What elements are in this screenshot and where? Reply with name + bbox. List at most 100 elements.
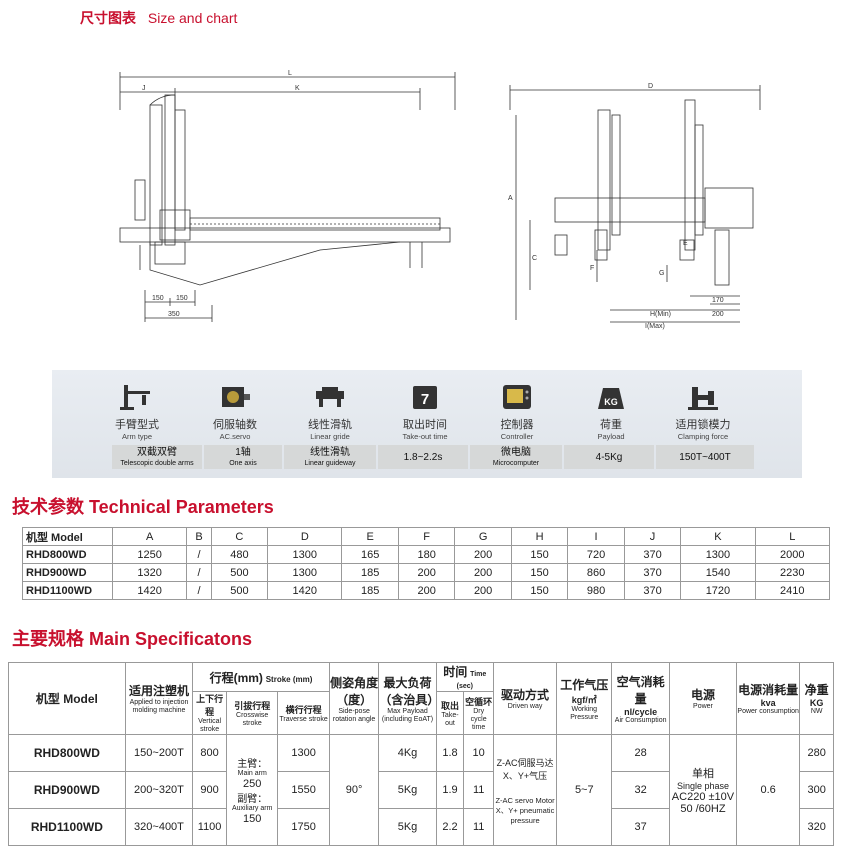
spec-takeout-val: 1.8~2.2s	[403, 452, 443, 463]
tech-cell: 1540	[680, 563, 756, 582]
main-row-vert: 900	[192, 771, 227, 809]
tech-model-header: 机型 Model	[22, 527, 113, 546]
tech-title: 技术参数 Technical Parameters	[12, 493, 274, 519]
drawing-svg: L K J 150 150 350 D A C F G E H(Min) I(M…	[119, 70, 761, 330]
tech-cell: 500	[210, 581, 269, 600]
spec-servo-val-en: One axis	[229, 460, 257, 467]
spec-clamp-val: 150T~400T	[679, 452, 731, 463]
tech-cell: 860	[567, 563, 625, 582]
dim-L: L	[288, 70, 292, 77]
spec-clamp-en: Clamping force	[677, 432, 729, 441]
main-row-dry: 11	[463, 771, 494, 809]
main-row-dry: 11	[463, 808, 494, 846]
spec-arm-type: 手臂型式 Arm type	[92, 383, 182, 441]
tech-title-cn: 技术参数	[12, 497, 84, 517]
dim-A: A	[508, 195, 513, 202]
spec-controller-val-en: Microcomputer	[492, 460, 540, 467]
tech-cell: 185	[341, 563, 399, 582]
tech-cell: 2230	[754, 563, 831, 582]
tech-col-C: C	[210, 527, 269, 546]
main-row-dry: 10	[463, 734, 494, 772]
main-row-air: 32	[611, 771, 670, 809]
servo-motor-icon	[222, 387, 250, 407]
tech-cell: 370	[623, 545, 682, 564]
tech-col-G: G	[454, 527, 512, 546]
main-drive-cell: Z-AC伺服马达 X、Y+气压 Z-AC servo Motor X、Y+ pn…	[492, 734, 558, 846]
clamp-icon	[688, 387, 718, 410]
tech-cell: 200	[397, 581, 456, 600]
spec-payload-value: 4-5Kg	[564, 445, 654, 469]
spec-controller-cn: 控制器	[500, 419, 534, 431]
table-row: RHD800WD 150~200T 800 主臂： Main arm 250 副…	[8, 734, 834, 846]
main-title-en: Main Specificatons	[89, 629, 253, 649]
tech-col-A: A	[111, 527, 188, 546]
spec-takeout-cn: 取出时间	[403, 419, 447, 431]
main-row-takeout: 1.9	[435, 771, 465, 809]
main-row-nw: 280	[799, 734, 834, 772]
spec-takeout-value: 1.8~2.2s	[378, 445, 468, 469]
dim-350: 350	[168, 311, 180, 318]
tech-row-model: RHD800WD	[22, 545, 113, 564]
technical-drawing: L K J 150 150 350 D A C F G E H(Min) I(M…	[100, 70, 780, 350]
tech-col-L: L	[754, 527, 831, 546]
weight-icon-text: KG	[604, 397, 618, 407]
main-row-model: RHD800WD	[8, 734, 126, 772]
tech-cell: 370	[623, 563, 682, 582]
tech-cell: 1300	[267, 563, 343, 582]
table-row: RHD1100WD 320~400T 1100 1750 5Kg 2.2 11 …	[8, 808, 834, 846]
tech-row-model: RHD900WD	[22, 563, 113, 582]
spec-controller-val: 微电脑	[501, 447, 531, 458]
dim-J: J	[142, 85, 146, 92]
tech-cell: 150	[510, 581, 569, 600]
tech-cell: 1720	[680, 581, 756, 600]
tech-cell: 2410	[754, 581, 831, 600]
main-load-header: 最大负荷（含治具）Max Payload (including EoAT)	[378, 662, 439, 735]
spec-clamp-cn: 适用锁模力	[675, 419, 731, 431]
main-row-trav: 1550	[277, 771, 330, 809]
tech-header-row: 机型 Model A B C D E F G H I J K L	[22, 527, 831, 546]
main-power-cell: 单相 Single phase AC220 ±10V 50 /60HZ	[668, 734, 737, 846]
main-row-model: RHD1100WD	[8, 808, 126, 846]
spec-servo: 伺服轴数 AC.servo	[190, 383, 280, 441]
tech-cell: 150	[510, 563, 569, 582]
dim-G: G	[659, 270, 664, 277]
tech-cell: /	[186, 581, 212, 600]
table-row: RHD800WD 1250 / 480 1300 165 180 200 150…	[22, 545, 831, 564]
table-row: RHD1100WD 1420 / 500 1420 185 200 200 15…	[22, 581, 831, 600]
tech-cell: 370	[623, 581, 682, 600]
spec-arm-val: 双截双臂	[137, 447, 177, 458]
tech-cell: 150	[510, 545, 569, 564]
spec-payload-cn: 荷重	[600, 419, 622, 431]
tech-cell: 1250	[111, 545, 188, 564]
tech-col-B: B	[186, 527, 212, 546]
tech-cell: 980	[567, 581, 625, 600]
spec-linear: 线性滑轨 Linear gride	[285, 383, 375, 441]
main-row-air: 37	[611, 808, 670, 846]
dim-H: H(Min)	[650, 311, 671, 318]
spec-servo-en: AC.servo	[219, 432, 251, 441]
spec-linear-val-en: Linear guideway	[304, 460, 356, 467]
arm-icon	[120, 385, 150, 410]
tech-cell: 1320	[111, 563, 188, 582]
spec-linear-en: Linear gride	[310, 432, 350, 441]
dim-150b: 150	[176, 295, 188, 302]
main-row-imm: 200~320T	[124, 771, 194, 809]
tech-col-F: F	[397, 527, 456, 546]
calendar-icon: 7	[413, 386, 437, 409]
tech-table: 机型 Model A B C D E F G H I J K L RHD800W…	[22, 527, 831, 600]
tech-col-K: K	[680, 527, 756, 546]
main-row-model: RHD900WD	[8, 771, 126, 809]
main-cross-cell: 主臂： Main arm 250 副臂： Auxiliary arm 150	[225, 734, 279, 846]
dim-170: 170	[712, 297, 724, 304]
